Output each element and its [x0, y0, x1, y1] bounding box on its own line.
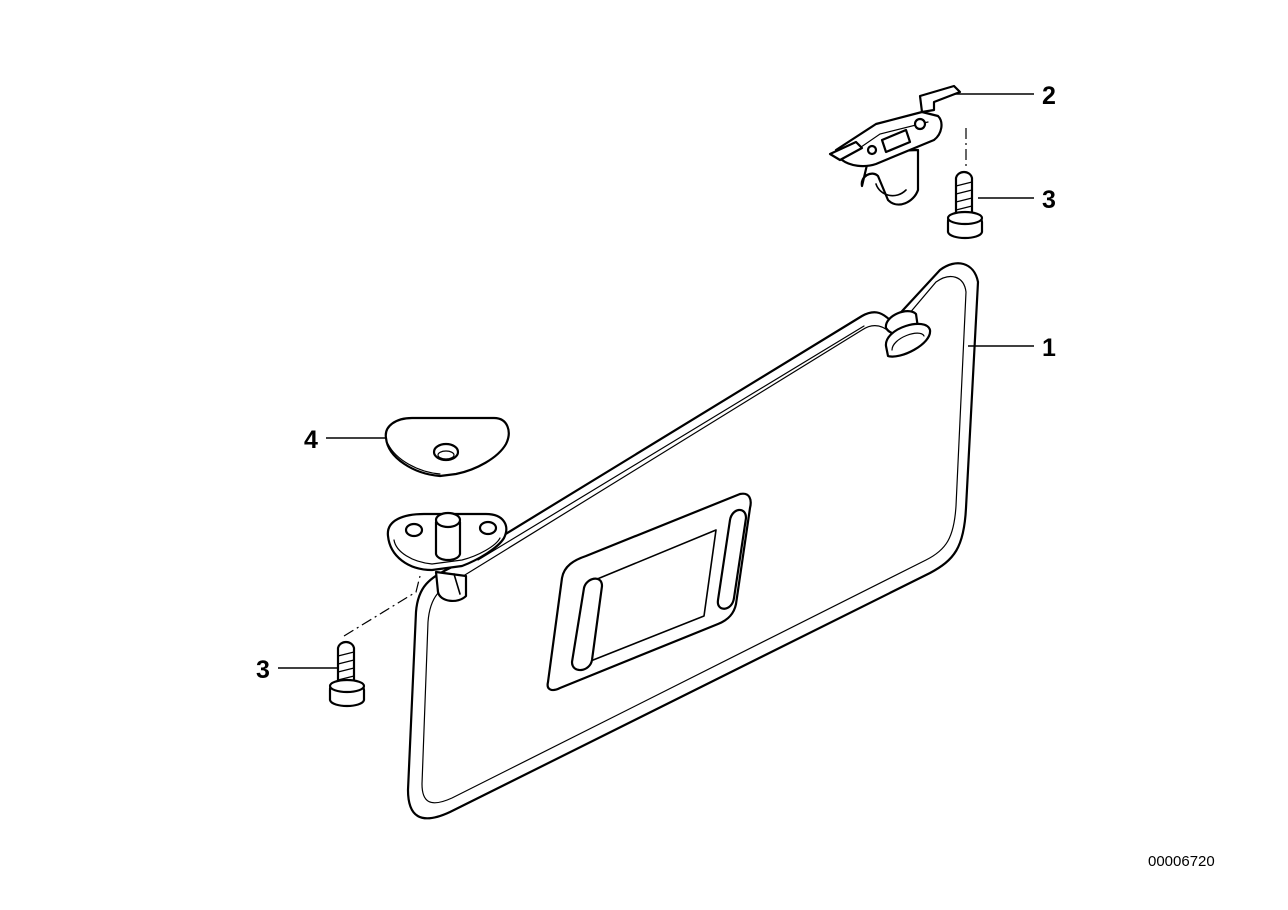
- screw-left-part: [328, 640, 366, 708]
- screw-right-part: [946, 170, 984, 240]
- clip-holder-part: [828, 84, 962, 206]
- sun-visor-part: [406, 262, 980, 820]
- callout-1: 1: [1042, 334, 1056, 362]
- callout-3-left: 3: [256, 656, 270, 684]
- document-number: 00006720: [1148, 853, 1215, 870]
- callout-3-right: 3: [1042, 186, 1056, 214]
- assembly-line-left: [343, 575, 421, 637]
- visor-mount-bracket: [386, 511, 508, 572]
- callout-4: 4: [304, 426, 318, 454]
- cover-cap-part: [384, 416, 510, 478]
- callout-2: 2: [1042, 82, 1056, 110]
